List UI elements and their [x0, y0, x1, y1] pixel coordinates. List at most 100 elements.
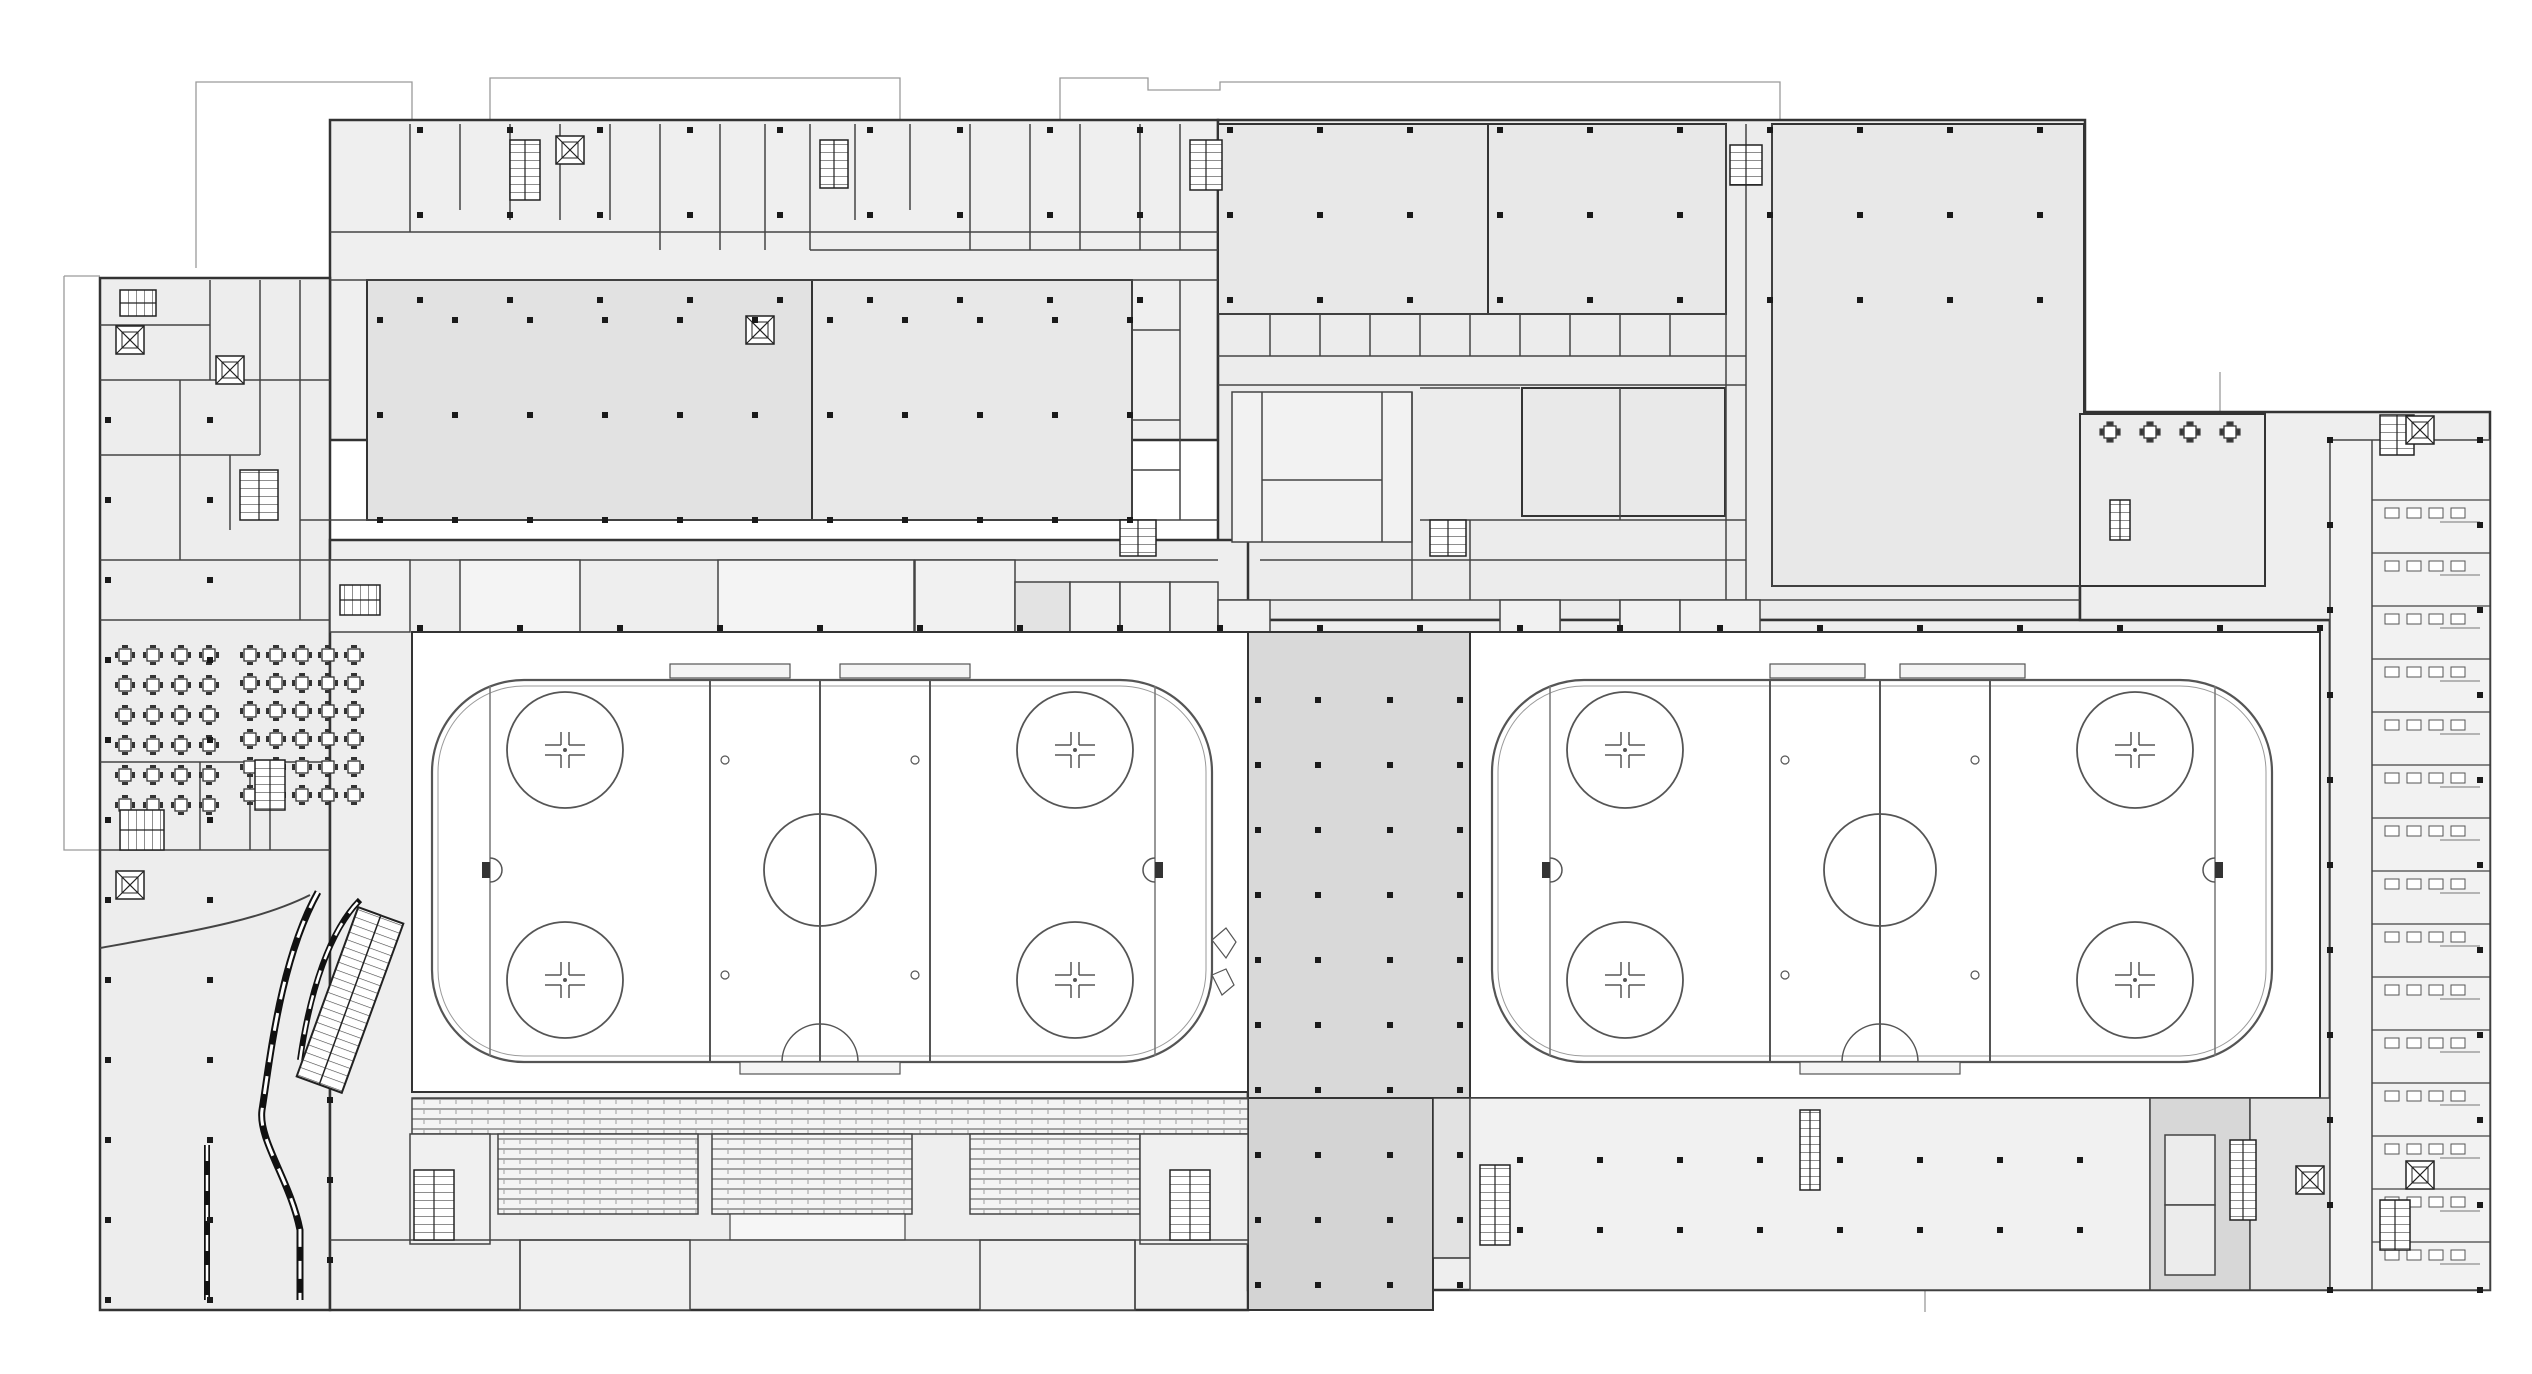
column-icon [977, 317, 983, 323]
column-icon [527, 517, 533, 523]
column-icon [417, 625, 423, 631]
column-icon [207, 1057, 213, 1063]
column-icon [207, 417, 213, 423]
column-icon [1127, 412, 1133, 418]
columns [105, 127, 2483, 1303]
column-icon [957, 212, 963, 218]
column-icon [1047, 297, 1053, 303]
bench-icon [2450, 560, 2466, 572]
column-icon [827, 412, 833, 418]
column-icon [1407, 127, 1413, 133]
column-icon [902, 317, 908, 323]
elevator-icon [2295, 1165, 2325, 1195]
column-icon [105, 1217, 111, 1223]
column-icon [1587, 297, 1593, 303]
bench-icon [2428, 613, 2444, 625]
stair-icon [1479, 1164, 1511, 1246]
column-icon [1315, 892, 1321, 898]
column-icon [2327, 692, 2333, 698]
column-icon [677, 517, 683, 523]
column-icon [1127, 517, 1133, 523]
column-icon [977, 517, 983, 523]
stair-icon [2109, 499, 2131, 541]
column-icon [105, 1137, 111, 1143]
bench-icon [2384, 1143, 2400, 1155]
bench-icon [2384, 1249, 2400, 1261]
bench-icon [2406, 613, 2422, 625]
column-icon [1457, 892, 1463, 898]
column-icon [2327, 862, 2333, 868]
column-icon [105, 977, 111, 983]
column-icon [1457, 827, 1463, 833]
bench-icon [2428, 825, 2444, 837]
column-icon [1255, 1282, 1261, 1288]
column-icon [1387, 1022, 1393, 1028]
rink-north-rooms [329, 559, 1761, 633]
column-icon [1857, 297, 1863, 303]
column-icon [207, 1137, 213, 1143]
column-icon [1997, 1227, 2003, 1233]
column-icon [1457, 697, 1463, 703]
column-icon [902, 412, 908, 418]
bench-icon [2406, 878, 2422, 890]
bench-icon [2450, 1249, 2466, 1261]
column-icon [2477, 1032, 2483, 1038]
bench-icon [2384, 984, 2400, 996]
column-icon [2037, 212, 2043, 218]
north-east-rooms [1218, 124, 2080, 630]
column-icon [1255, 762, 1261, 768]
bench-icon [2406, 931, 2422, 943]
column-icon [207, 737, 213, 743]
bench-icon [2406, 1037, 2422, 1049]
bench-icon [2406, 560, 2422, 572]
column-icon [597, 127, 603, 133]
column-icon [687, 297, 693, 303]
column-icon [105, 897, 111, 903]
column-icon [867, 212, 873, 218]
stair-icon [2229, 1139, 2257, 1221]
column-icon [2477, 522, 2483, 528]
column-icon [1315, 1152, 1321, 1158]
column-icon [327, 1097, 333, 1103]
bench-icon [2450, 1196, 2466, 1208]
bench-icon [2384, 1037, 2400, 1049]
column-icon [1597, 1157, 1603, 1163]
column-icon [207, 1217, 213, 1223]
column-icon [1587, 127, 1593, 133]
column-icon [1255, 697, 1261, 703]
stair-icon [239, 469, 279, 521]
column-icon [1255, 1087, 1261, 1093]
column-icon [527, 317, 533, 323]
north-halls [366, 123, 2266, 587]
column-icon [1597, 1227, 1603, 1233]
column-icon [1317, 297, 1323, 303]
column-icon [2477, 1287, 2483, 1293]
column-icon [2477, 777, 2483, 783]
column-icon [1947, 297, 1953, 303]
column-icon [1757, 1227, 1763, 1233]
column-icon [752, 517, 758, 523]
column-icon [1457, 1152, 1463, 1158]
south-east-concourse [1469, 1097, 2331, 1291]
column-icon [105, 1297, 111, 1303]
stair-icon [1429, 519, 1467, 557]
column-icon [2077, 1157, 2083, 1163]
bench-icon [2384, 878, 2400, 890]
column-icon [1677, 297, 1683, 303]
bench-icon [2428, 984, 2444, 996]
column-icon [1817, 625, 1823, 631]
bench-icon [2384, 613, 2400, 625]
bench-icon [2384, 1090, 2400, 1102]
column-icon [1457, 762, 1463, 768]
bench-icon [2406, 1143, 2422, 1155]
column-icon [867, 127, 873, 133]
bench-icon [2450, 666, 2466, 678]
column-icon [2117, 625, 2123, 631]
west-ramp [99, 890, 405, 1300]
bench-icon [2428, 1143, 2444, 1155]
bench-icon [2450, 719, 2466, 731]
column-icon [1387, 1282, 1393, 1288]
column-icon [1457, 1282, 1463, 1288]
bench-icon [2384, 931, 2400, 943]
column-icon [1017, 625, 1023, 631]
